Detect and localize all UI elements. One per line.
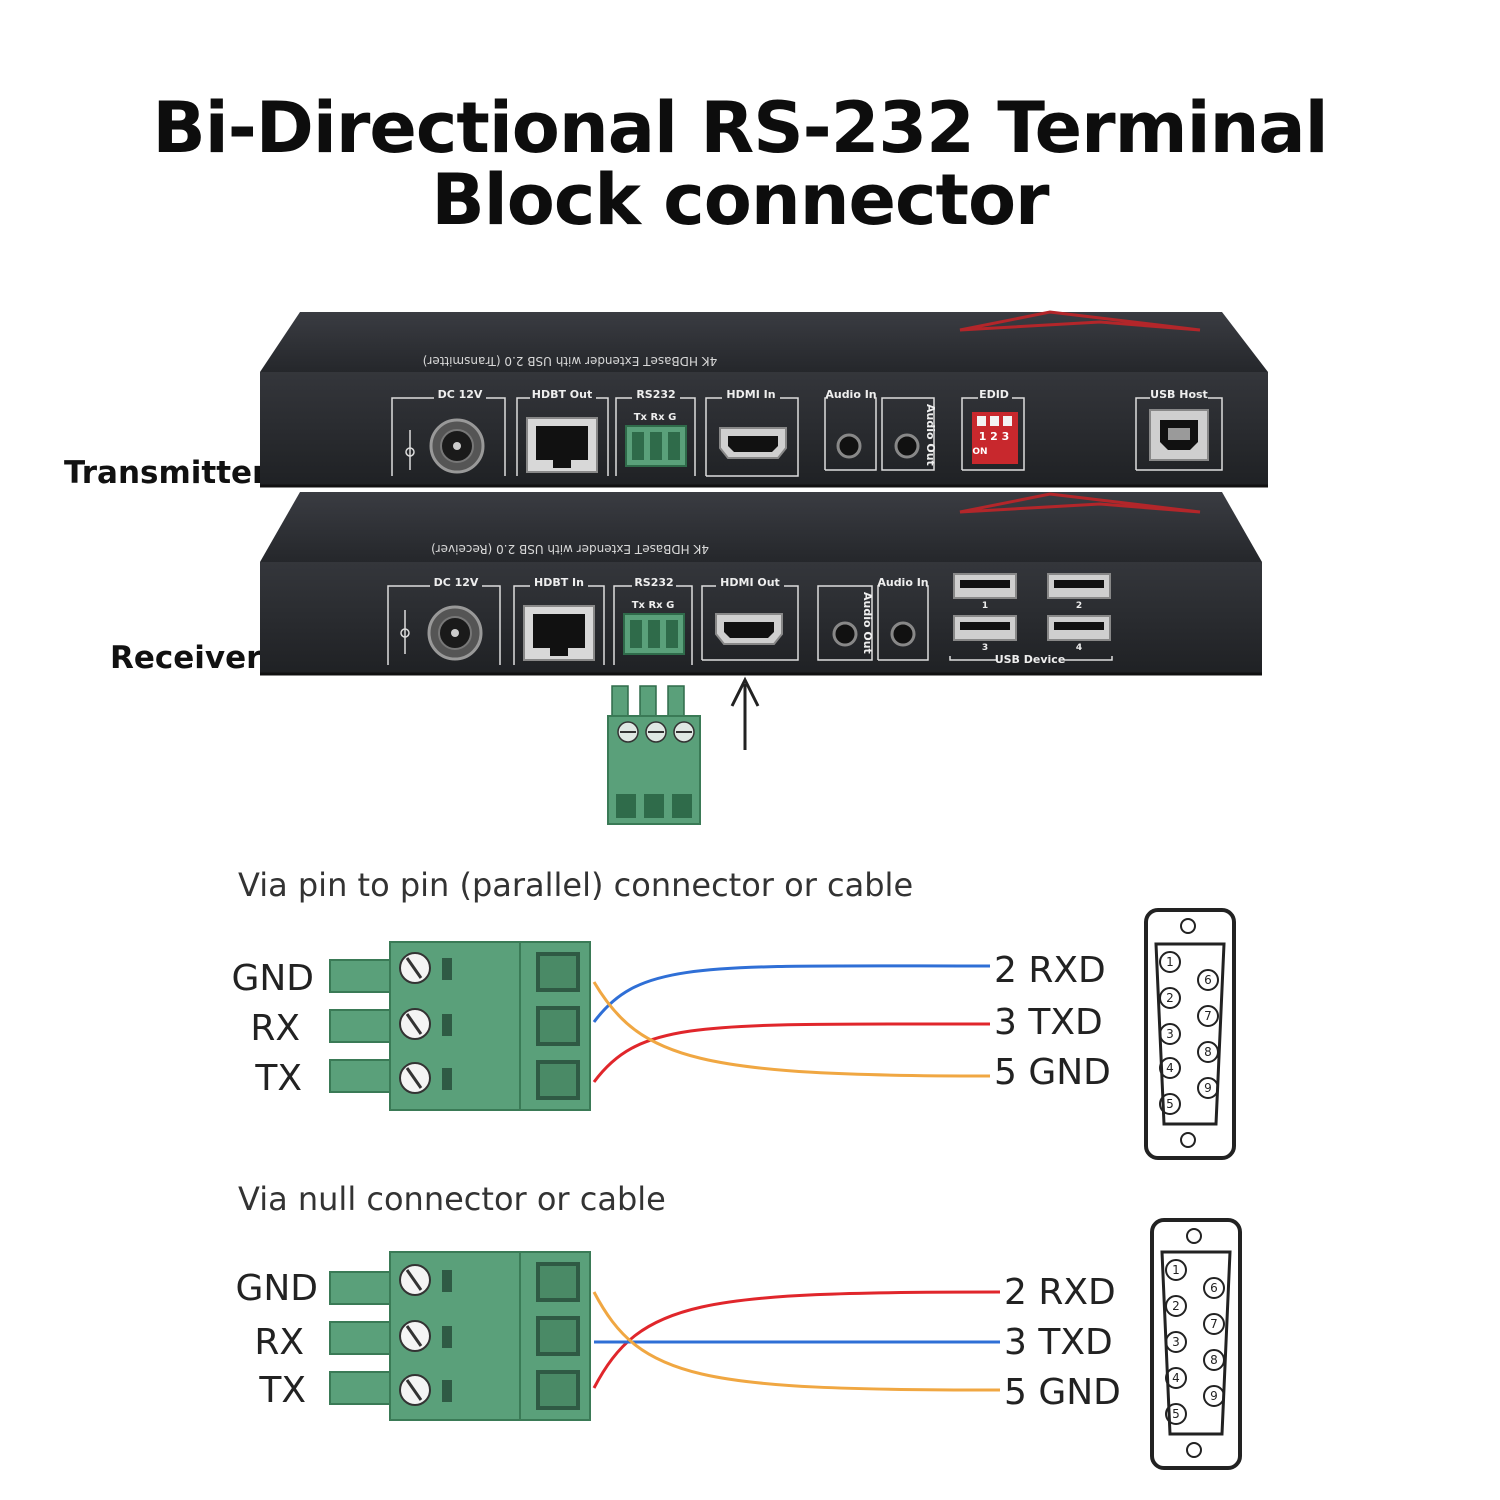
transmitter-rs232-label: RS232 [636,388,675,401]
transmitter-usb-b-port-icon [1149,409,1209,461]
null-left-label-rx: RX [254,1322,304,1363]
transmitter-hdmi-label: HDMI In [726,388,775,401]
receiver-device: 4K HDBaseT Extender with USB 2.0 (Receiv… [260,492,1262,676]
receiver-label: Receiver [110,640,262,676]
receiver-audio-in-label: Audio In [877,576,928,589]
receiver-hdbt-label: HDBT In [534,576,584,589]
parallel-left-label-rx: RX [250,1008,300,1049]
receiver-top-text: 4K HDBaseT Extender with USB 2.0 (Receiv… [431,542,709,556]
transmitter-usb-host-label: USB Host [1150,388,1208,401]
null-db9-pin-5: 5 [1172,1407,1180,1421]
null-right-label-gnd: 5 GND [1004,1372,1121,1413]
parallel-db9-pins: 1 2 3 4 5 6 7 8 9 [1159,951,1219,1115]
receiver-rs232-label: RS232 [634,576,673,589]
title-line-1: Bi-Directional RS-232 Terminal [152,87,1328,169]
null-right-label-txd: 3 TXD [1004,1322,1113,1363]
parallel-db9-pin-4: 4 [1166,1061,1174,1075]
null-wire-red [592,1290,1001,1389]
null-db9-pin-2: 2 [1172,1299,1180,1313]
receiver-rs232-terminal-icon [623,613,685,655]
transmitter-audio-out-label: Audio Out [924,404,937,466]
transmitter-hdbt-label: HDBT Out [532,388,593,401]
parallel-db9-pin-5: 5 [1166,1097,1174,1111]
receiver-usb-port-2-icon [1047,573,1111,599]
parallel-terminal-block-icon [329,941,591,1111]
receiver-polarity-icon [400,610,410,654]
null-db9-pin-6: 6 [1210,1281,1218,1295]
parallel-right-label-gnd: 5 GND [994,1052,1111,1093]
null-left-label-tx: TX [258,1370,306,1411]
null-db9-pin-3: 3 [1172,1335,1180,1349]
transmitter-edid-label: EDID [979,388,1009,401]
receiver-usb-number-3: 3 [982,643,988,653]
parallel-wire-orange [592,981,991,1078]
transmitter-dc-label: DC 12V [438,388,483,401]
arrow-up-icon [730,676,760,750]
parallel-right-label-rxd: 2 RXD [994,950,1106,991]
receiver-dc-label: DC 12V [434,576,479,589]
receiver-dc-jack-icon [427,605,483,661]
parallel-db9-pin-2: 2 [1166,991,1174,1005]
null-db9-pin-8: 8 [1210,1353,1218,1367]
transmitter-edid-switch-numbers: 1 2 3 [979,430,1010,443]
receiver-usb-device-label: USB Device [995,653,1066,666]
parallel-db9-pin-3: 3 [1166,1027,1174,1041]
parallel-db9-pin-9: 9 [1204,1081,1212,1095]
transmitter-audio-out-jack-icon [894,433,920,459]
transmitter-audio-in-jack-icon [836,433,862,459]
null-caption: Via null connector or cable [238,1180,666,1218]
title-line-2: Block connector [431,159,1049,241]
receiver-audio-out-jack-icon [832,621,858,647]
null-db9-pins: 1 2 3 4 5 6 7 8 9 [1165,1259,1225,1425]
null-terminal-block-icon [329,1251,591,1421]
null-db9-pin-9: 9 [1210,1389,1218,1403]
transmitter-logo-swoosh [959,310,1201,332]
transmitter-hdmi-port-icon [719,427,787,459]
receiver-audio-out-label: Audio Out [861,592,874,654]
parallel-db9-pin-8: 8 [1204,1045,1212,1059]
transmitter-rs232-terminal-icon [625,425,687,467]
parallel-wire-blue [592,964,991,1023]
receiver-logo-swoosh [959,492,1201,514]
null-db9-pin-1: 1 [1172,1263,1180,1277]
receiver-hdmi-port-icon [715,613,783,645]
null-db9-pin-4: 4 [1172,1371,1180,1385]
null-left-label-gnd: GND [235,1268,318,1309]
transmitter-top-text: 4K HDBaseT Extender with USB 2.0 (Transm… [423,354,718,368]
transmitter-polarity-icon [405,430,415,470]
transmitter-rj45-port-icon [526,417,598,473]
parallel-left-label-gnd: GND [231,958,314,999]
receiver-usb-port-1-icon [953,573,1017,599]
parallel-db9-pin-7: 7 [1204,1009,1212,1023]
receiver-rs232-pin-labels: Tx Rx G [632,600,675,611]
receiver-usb-number-4: 4 [1076,643,1082,653]
parallel-db9-pin-6: 6 [1204,973,1212,987]
transmitter-audio-in-label: Audio In [825,388,876,401]
null-wire-orange [592,1291,1001,1392]
receiver-usb-number-2: 2 [1076,601,1082,611]
transmitter-edid-on-label: ON [972,447,987,457]
parallel-caption: Via pin to pin (parallel) connector or c… [238,866,913,904]
receiver-rj45-port-icon [523,605,595,661]
transmitter-dip-switch-icon [972,412,1018,464]
receiver-hdmi-label: HDMI Out [720,576,780,589]
transmitter-device: 4K HDBaseT Extender with USB 2.0 (Transm… [260,310,1268,488]
terminal-plug-icon [607,685,701,825]
receiver-usb-port-3-icon [953,615,1017,641]
transmitter-dc-jack-icon [429,418,485,474]
page-title: Bi-Directional RS-232 Terminal Block con… [0,92,1480,236]
transmitter-label: Transmitter [64,455,268,491]
transmitter-rs232-pin-labels: Tx Rx G [634,412,677,423]
parallel-left-label-tx: TX [254,1058,302,1099]
receiver-audio-in-jack-icon [890,621,916,647]
receiver-usb-port-4-icon [1047,615,1111,641]
parallel-db9-pin-1: 1 [1166,955,1174,969]
parallel-right-label-txd: 3 TXD [994,1002,1103,1043]
parallel-wire-red [592,1022,991,1083]
null-db9-pin-7: 7 [1210,1317,1218,1331]
receiver-usb-number-1: 1 [982,601,988,611]
null-right-label-rxd: 2 RXD [1004,1272,1116,1313]
